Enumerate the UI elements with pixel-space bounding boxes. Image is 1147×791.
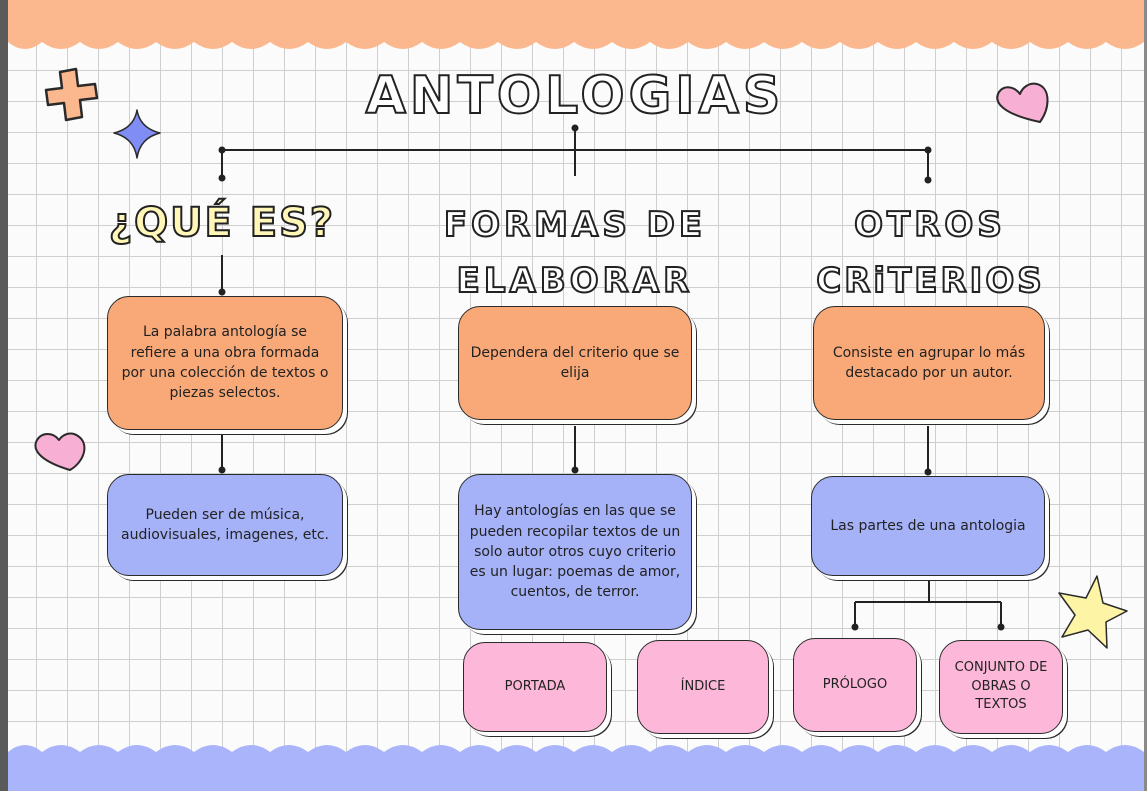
sparkle-star-icon [113, 109, 161, 159]
heading-otros-line1: OTROS [853, 205, 1006, 245]
part-conjunto-box: CONJUNTO DE OBRAS O TEXTOS [939, 640, 1063, 734]
plus-icon [44, 67, 99, 122]
definition-box: La palabra antología se refiere a una ob… [107, 296, 343, 430]
star-icon [1058, 575, 1128, 649]
window-frame-left [0, 0, 8, 791]
main-title: ANTOLOGIAS [365, 66, 785, 126]
criterio-autor-box: Consiste en agrupar lo más destacado por… [813, 306, 1045, 420]
part-portada-box: PORTADA [463, 642, 607, 732]
heart-icon [996, 82, 1049, 123]
top-wave-border [8, 0, 1144, 49]
parts-heading-box: Las partes de una antologia [811, 476, 1045, 576]
heading-otros-line2: CRiTERIOS [815, 261, 1045, 301]
heading-formas-line1: FORMAS DE [443, 205, 707, 245]
heading-que-es: ¿QUÉ ES? [108, 200, 336, 246]
criterio-box: Dependera del criterio que se elija [458, 306, 692, 420]
window-frame-right [1144, 0, 1147, 791]
bottom-wave-border [8, 745, 1144, 791]
part-indice-box: ÍNDICE [637, 640, 769, 734]
heart-icon [34, 432, 86, 471]
examples-box: Hay antologías en las que se pueden reco… [458, 474, 692, 630]
heading-formas-line2: ELABORAR [456, 261, 694, 301]
types-box: Pueden ser de música, audiovisuales, ima… [107, 474, 343, 576]
part-prologo-box: PRÓLOGO [793, 638, 917, 732]
